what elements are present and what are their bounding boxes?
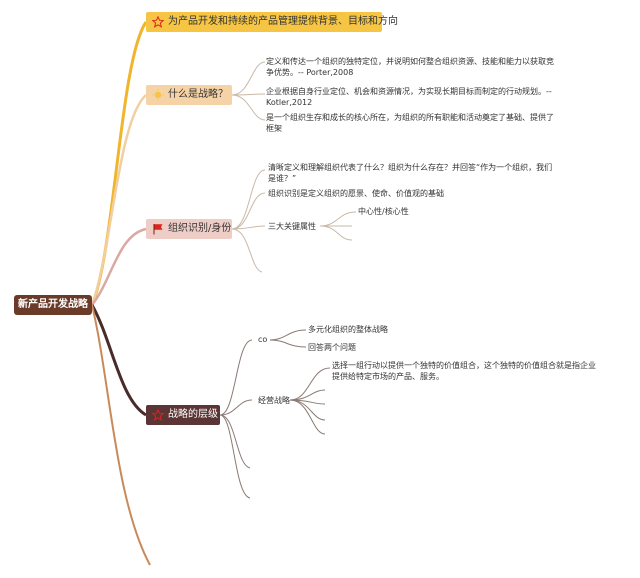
level-biz-label[interactable]: 经营战略: [258, 396, 290, 405]
sun-icon: [152, 89, 164, 101]
identity-attribute-core[interactable]: 中心性/核心性: [358, 207, 409, 216]
identity-line-1: [231, 169, 266, 230]
star-icon: [152, 409, 164, 421]
branch-line-1: [90, 21, 148, 306]
branch-node-what-is-strategy[interactable]: 什么是战略？: [146, 85, 232, 105]
branch-node-levels[interactable]: 战略的层级: [146, 405, 220, 425]
branch-line-5: [91, 304, 151, 566]
biz-description[interactable]: 选择一组行动以提供一个独特的价值组合，这个独特的价值组合就是指企业提供给特定市场…: [332, 361, 596, 381]
root-label: 新产品开发战略: [18, 299, 88, 310]
level-co-label[interactable]: co: [258, 335, 268, 344]
attr-line-1: [319, 211, 357, 227]
star-icon: [152, 16, 164, 28]
co-line-1: [269, 329, 307, 341]
level-line-4: [219, 414, 251, 499]
branch-label-levels: 战略的层级: [168, 409, 218, 420]
root-node[interactable]: 新产品开发战略: [14, 295, 92, 315]
branch-label-what-is-strategy: 什么是战略？: [168, 89, 228, 100]
branch-line-4: [90, 304, 147, 417]
co-line-2: [269, 339, 307, 348]
co-item-two-questions[interactable]: 回答两个问题: [308, 343, 356, 352]
identity-question[interactable]: 清晰定义和理解组织代表了什么？组织为什么存在？并回答“作为一个组织，我们是谁？”: [268, 163, 553, 183]
identity-line-2: [231, 192, 266, 230]
co-item-overall[interactable]: 多元化组织的整体战略: [308, 325, 388, 334]
branch-line-2: [90, 94, 147, 306]
def-line-3: [231, 94, 266, 121]
identity-line-4: [231, 228, 263, 273]
biz-line-5: [289, 399, 326, 435]
biz-line-1: [289, 367, 331, 401]
level-line-co: [219, 339, 253, 416]
red-flag-icon: [153, 224, 163, 235]
branch-label-identity: 组织识别/身份: [168, 223, 232, 234]
attr-line-3: [319, 225, 353, 241]
branch-node-identity[interactable]: 组织识别/身份: [146, 219, 232, 239]
branch-label-background: 为产品开发和持续的产品管理提供背景、目标和方向: [168, 16, 398, 27]
biz-line-4: [289, 399, 326, 421]
level-line-3: [219, 414, 251, 469]
branch-node-background[interactable]: 为产品开发和持续的产品管理提供背景、目标和方向: [146, 12, 398, 32]
branch-line-3: [91, 227, 147, 306]
identity-basis[interactable]: 组织识别是定义组织的愿景、使命、价值观的基础: [268, 189, 444, 198]
strategy-def-porter[interactable]: 定义和传达一个组织的独特定位，并说明如何整合组织资源、技能和能力以获取竞争优势。…: [266, 57, 554, 77]
strategy-def-kotler[interactable]: 企业根据自身行业定位、机会和资源情况，为实现长期目标而制定的行动规划。-- Ko…: [266, 87, 552, 107]
def-line-1: [231, 61, 266, 96]
identity-attributes-label[interactable]: 三大关键属性: [268, 222, 316, 231]
strategy-def-core[interactable]: 是一个组织生存和成长的核心所在，为组织的所有职能和活动奠定了基础、提供了框架: [266, 113, 554, 133]
biz-line-2: [289, 389, 326, 401]
identity-line-3: [231, 225, 266, 230]
level-line-biz: [219, 399, 253, 416]
